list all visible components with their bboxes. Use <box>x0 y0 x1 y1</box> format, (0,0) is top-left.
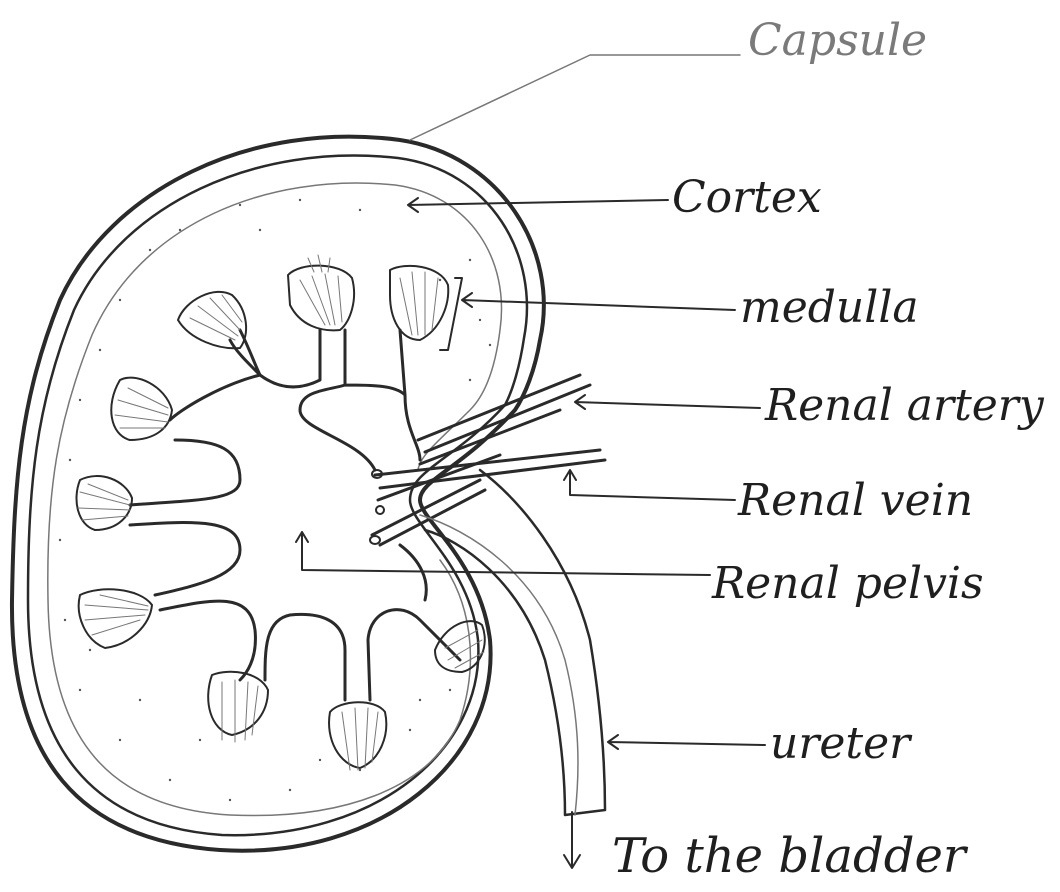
label-ureter: ureter <box>770 718 913 769</box>
cortex-inner-boundary <box>48 183 502 815</box>
pyramid-bottom-left <box>208 672 268 742</box>
kidney-capsule-outline <box>12 137 544 851</box>
pyramid-top-left <box>178 292 246 348</box>
label-renal-vein: Renal vein <box>737 475 973 526</box>
renal-vein-leader-line <box>564 470 735 500</box>
cortex-stippling <box>59 199 491 801</box>
pyramid-left-mid <box>76 476 132 530</box>
pyramid-left-upper <box>111 378 172 440</box>
label-cortex: Cortex <box>672 172 822 223</box>
renal-pelvis-leader-line <box>296 532 710 575</box>
label-medulla: medulla <box>740 282 919 333</box>
medulla-leader-line <box>462 293 735 310</box>
label-renal-pelvis: Renal pelvis <box>711 558 984 609</box>
pyramid-top-mid <box>288 255 354 330</box>
label-renal-artery: Renal artery <box>764 380 1045 431</box>
pyramid-left-lower <box>79 589 152 648</box>
ureter-leader-line <box>608 735 765 749</box>
pyramid-top-right <box>390 266 448 340</box>
pyramid-bottom-mid <box>329 702 386 770</box>
cortex-leader-line <box>408 198 668 212</box>
renal-artery-leader-line <box>575 395 760 409</box>
renal-pelvis-body <box>130 375 460 700</box>
to-bladder-arrow <box>564 812 580 868</box>
renal-pelvis-outline <box>230 330 420 470</box>
label-to-the-bladder: To the bladder <box>612 828 969 884</box>
label-capsule: Capsule <box>748 15 927 66</box>
capsule-leader-line <box>410 55 740 140</box>
